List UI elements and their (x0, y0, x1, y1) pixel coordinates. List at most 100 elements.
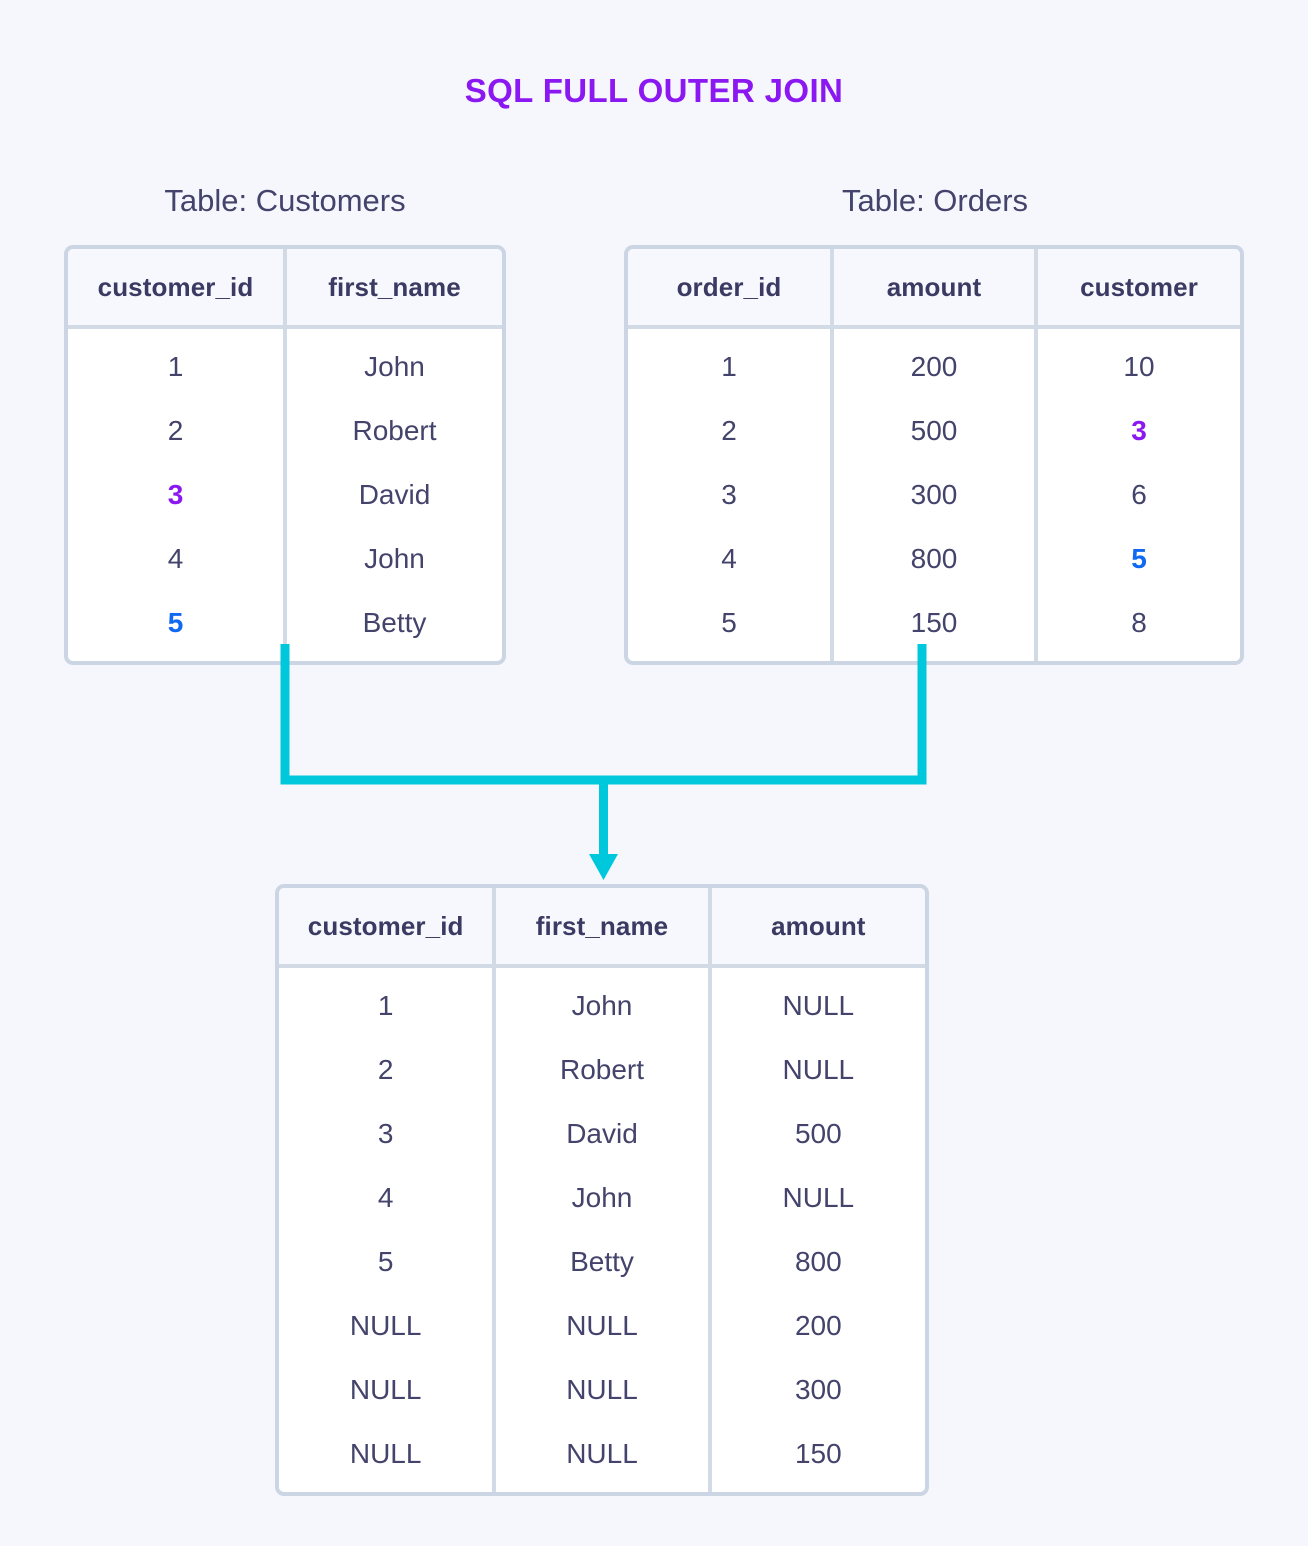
table-cell: 4 (628, 527, 832, 591)
cell-value: 150 (794, 1438, 842, 1469)
cell-value: 500 (794, 1118, 842, 1149)
cell-value: 5 (1131, 543, 1147, 574)
cell-value: 300 (794, 1374, 842, 1405)
cell-value: Betty (362, 607, 427, 638)
table-cell: 300 (830, 463, 1036, 527)
column-header-amount: amount (707, 888, 925, 968)
table-cell: 800 (707, 1230, 925, 1294)
table-cell: 5 (628, 591, 832, 661)
cell-value: David (566, 1118, 638, 1149)
cell-value: 4 (167, 543, 184, 574)
cell-value: 200 (794, 1310, 842, 1341)
table-cell: 5 (1034, 527, 1240, 591)
table-cell: NULL (707, 1166, 925, 1230)
cell-value: David (358, 479, 431, 510)
cell-value: 3 (377, 1118, 394, 1149)
cell-value: 2 (377, 1054, 394, 1085)
table-cell: John (492, 1166, 710, 1230)
cell-value: 500 (910, 415, 958, 446)
cell-value: 800 (794, 1246, 842, 1277)
cell-value: Betty (570, 1246, 634, 1277)
table-cell: 4 (68, 527, 285, 591)
table-cell: NULL (492, 1358, 710, 1422)
table-cell: 2 (279, 1038, 495, 1102)
table-cell: 1 (279, 966, 495, 1038)
table-cell: NULL (707, 966, 925, 1038)
table-cell: NULL (279, 1294, 495, 1358)
table-cell: Betty (283, 591, 502, 661)
cell-value: NULL (349, 1438, 422, 1469)
orders-table-caption: Table: Orders (841, 183, 1029, 218)
table-cell: Betty (492, 1230, 710, 1294)
connector-arrowhead (589, 854, 618, 880)
cell-value: 3 (721, 479, 737, 510)
table-cell: 8 (1034, 591, 1240, 661)
table-cell: 300 (707, 1358, 925, 1422)
cell-value: NULL (349, 1310, 422, 1341)
cell-value: NULL (782, 1182, 855, 1213)
table-row: 4 John NULL (279, 1166, 925, 1230)
cell-value: John (364, 351, 425, 382)
column-header-first_name: first_name (283, 249, 502, 329)
column-header-first_name: first_name (492, 888, 710, 968)
table-cell: NULL (492, 1294, 710, 1358)
table-cell: 150 (707, 1422, 925, 1492)
cell-value: 1 (377, 990, 394, 1021)
table-row: 5 Betty (68, 591, 502, 661)
table-cell: 200 (830, 327, 1036, 399)
table-cell: NULL (279, 1358, 495, 1422)
cell-value: 8 (1131, 607, 1147, 638)
table-cell: John (492, 966, 710, 1038)
table-cell: John (283, 327, 502, 399)
column-header-customer_id: customer_id (68, 249, 285, 329)
table-cell: John (283, 527, 502, 591)
cell-value: 5 (721, 607, 737, 638)
table-row: 3 David 500 (279, 1102, 925, 1166)
cell-value: 300 (910, 479, 958, 510)
table-row: NULL NULL 200 (279, 1294, 925, 1358)
cell-value: 5 (167, 607, 184, 638)
table-cell: 3 (68, 463, 285, 527)
table-row: 3 David (68, 463, 502, 527)
column-header-order_id: order_id (628, 249, 832, 329)
table-cell: 1 (628, 327, 832, 399)
table-row: 5 150 8 (628, 591, 1240, 661)
table-cell: 10 (1034, 327, 1240, 399)
cell-value: 3 (167, 479, 184, 510)
cell-value: NULL (566, 1438, 638, 1469)
table-cell: 5 (68, 591, 285, 661)
cell-value: 1 (721, 351, 737, 382)
cell-value: NULL (566, 1310, 638, 1341)
cell-value: 150 (910, 607, 958, 638)
join-connector-arrow (280, 644, 927, 880)
cell-value: NULL (566, 1374, 638, 1405)
column-header-customer: customer (1034, 249, 1240, 329)
table-row: 1 200 10 (628, 327, 1240, 399)
table-cell: NULL (279, 1422, 495, 1492)
cell-value: 2 (167, 415, 184, 446)
cell-value: NULL (349, 1374, 422, 1405)
cell-value: NULL (782, 990, 855, 1021)
table-cell: 200 (707, 1294, 925, 1358)
table-cell: 1 (68, 327, 285, 399)
table-cell: 500 (830, 399, 1036, 463)
table-row: 1 John NULL (279, 966, 925, 1038)
cell-value: 800 (910, 543, 958, 574)
cell-value: 10 (1123, 351, 1155, 382)
table-cell: David (283, 463, 502, 527)
cell-value: 4 (377, 1182, 394, 1213)
table-cell: 3 (1034, 399, 1240, 463)
cell-value: 3 (1131, 415, 1147, 446)
table-cell: 3 (628, 463, 832, 527)
